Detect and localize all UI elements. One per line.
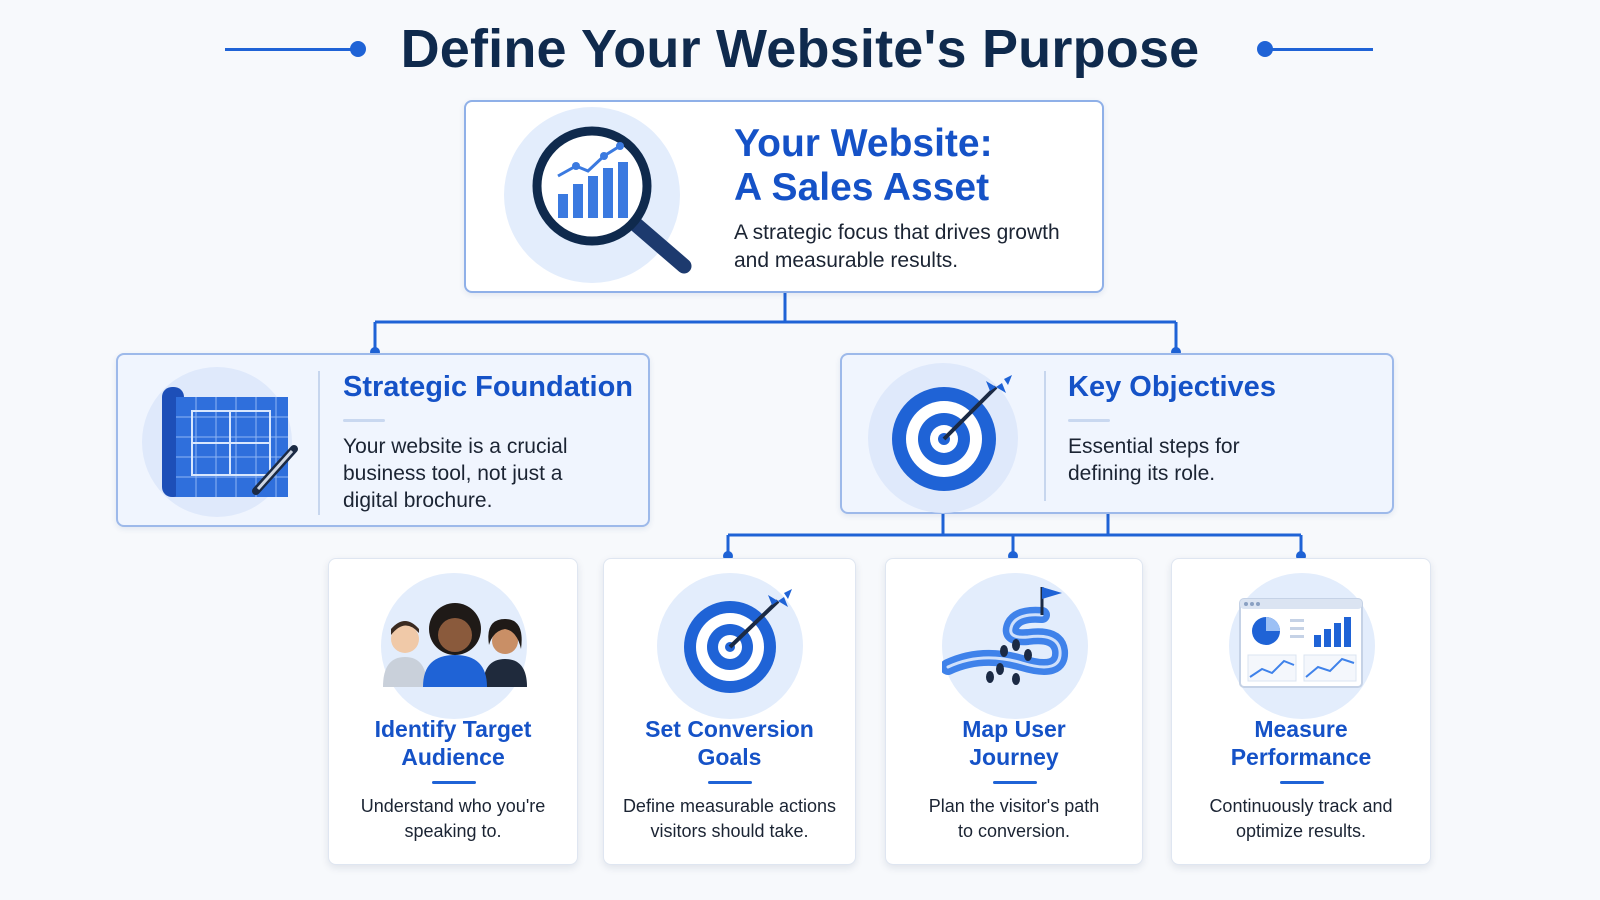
step-4-description-line-1: Continuously track and <box>1209 796 1393 816</box>
hero-description: A strategic focus that drives growth and… <box>734 221 1060 272</box>
foundation-divider <box>318 371 320 515</box>
hero-card: Your Website: A Sales Asset A strategic … <box>464 100 1104 293</box>
title-dot-left <box>350 41 366 57</box>
objectives-title-underline <box>1068 419 1110 422</box>
step-1-description-line-1: Understand who you're <box>360 796 546 816</box>
title-rule-right <box>1265 48 1373 51</box>
step-4-title-line-2: Performance <box>1230 744 1372 770</box>
step-4-underline <box>1280 781 1324 784</box>
step-1-description: Understand who you're speaking to. <box>329 794 577 844</box>
step-4-description: Continuously track and optimize results. <box>1172 794 1430 844</box>
strategic-foundation-card: Strategic Foundation Your website is a c… <box>116 353 650 527</box>
step-2-description-line-1: Define measurable actions <box>622 796 837 816</box>
step-4-title: Measure Performance <box>1172 715 1430 771</box>
hero-title: Your Website: A Sales Asset <box>734 122 993 210</box>
step-card-measure-performance: Measure Performance Continuously track a… <box>1171 558 1431 865</box>
step-2-title-line-2: Goals <box>697 744 762 770</box>
strategic-foundation-description: Your website is a crucial business tool,… <box>343 435 568 512</box>
step-3-title-line-2: Journey <box>969 744 1059 770</box>
step-card-identify-target-audience: Identify Target Audience Understand who … <box>328 558 578 865</box>
target-arrow-icon <box>892 375 1012 491</box>
journey-path-flag-icon <box>942 587 1069 685</box>
step-2-description-line-2: visitors should take. <box>650 821 809 841</box>
step-4-title-line-1: Measure <box>1254 716 1348 742</box>
key-objectives-card: Key Objectives Essential steps for defin… <box>840 353 1394 514</box>
step-card-map-user-journey: Map User Journey Plan the visitor's path… <box>885 558 1143 865</box>
step-1-title: Identify Target Audience <box>329 715 577 771</box>
step-1-description-line-2: speaking to. <box>404 821 502 841</box>
audience-people-icon <box>383 603 527 687</box>
step-3-underline <box>993 781 1037 784</box>
step-1-title-line-1: Identify Target <box>374 716 532 742</box>
step-3-description-line-2: to conversion. <box>957 821 1071 841</box>
step-1-underline <box>432 781 476 784</box>
step-2-description: Define measurable actions visitors shoul… <box>604 794 855 844</box>
objectives-divider <box>1044 371 1046 501</box>
step-3-description-line-1: Plan the visitor's path <box>928 796 1100 816</box>
title-rule-left <box>225 48 357 51</box>
step-3-title: Map User Journey <box>886 715 1142 771</box>
step-3-title-line-1: Map User <box>962 716 1066 742</box>
strategic-foundation-title: Strategic Foundation <box>343 371 633 403</box>
step-2-title-line-1: Set Conversion <box>645 716 814 742</box>
hero-title-line-1: Your Website: <box>734 122 993 165</box>
hero-title-line-2: A Sales Asset <box>734 166 990 209</box>
step-card-set-conversion-goals: Set Conversion Goals Define measurable a… <box>603 558 856 865</box>
foundation-title-underline <box>343 419 385 422</box>
step-2-title: Set Conversion Goals <box>604 715 855 771</box>
analytics-dashboard-icon <box>1239 598 1363 688</box>
magnifying-glass-chart-icon <box>532 126 692 274</box>
key-objectives-title: Key Objectives <box>1068 371 1276 403</box>
target-arrow-icon <box>684 589 792 693</box>
step-4-description-line-2: optimize results. <box>1235 821 1367 841</box>
blueprint-pencil-icon <box>162 387 298 497</box>
step-1-title-line-2: Audience <box>401 744 505 770</box>
page-title: Define Your Website's Purpose <box>400 19 1200 79</box>
step-2-underline <box>708 781 752 784</box>
key-objectives-description: Essential steps for defining its role. <box>1068 435 1240 485</box>
step-3-description: Plan the visitor's path to conversion. <box>886 794 1142 844</box>
